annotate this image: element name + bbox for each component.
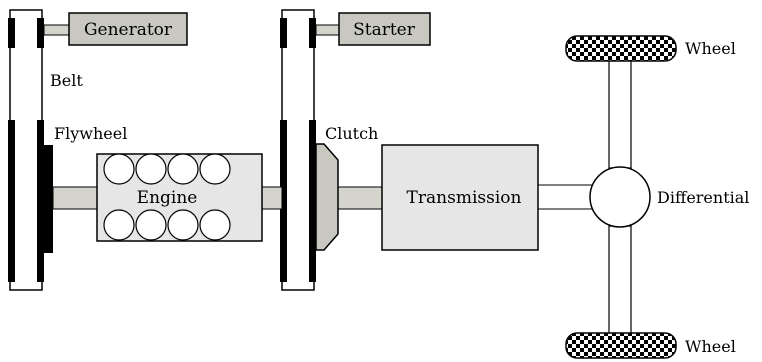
flywheel-ring <box>44 145 53 253</box>
clutch-plate-right <box>309 120 316 282</box>
clutch-label: Clutch <box>325 124 378 143</box>
axle-upper <box>608 57 632 169</box>
clutch <box>315 143 339 251</box>
right-belt-assembly <box>280 9 316 291</box>
transmission-label: Transmission <box>407 188 522 208</box>
starter-label: Starter <box>353 20 416 40</box>
flywheel-engine-shaft <box>52 186 98 210</box>
starter-box <box>338 12 431 46</box>
wheel-bottom-label: Wheel <box>685 337 736 356</box>
engine-cylinder <box>167 209 199 241</box>
transmission-differential-shaft <box>537 184 593 210</box>
differential <box>589 166 651 228</box>
engine-cylinder <box>167 153 199 185</box>
transmission-box <box>381 144 539 251</box>
wheel-bottom <box>565 332 677 359</box>
engine-cylinder <box>135 153 167 185</box>
right-belt-body <box>281 9 315 291</box>
engine-cylinder <box>199 153 231 185</box>
axle-lower <box>608 225 632 339</box>
engine: Engine <box>96 153 263 242</box>
engine-clutch-shaft <box>261 186 283 210</box>
left-belt-assembly <box>8 9 53 291</box>
generator-pulley-left <box>8 18 15 48</box>
generator-pulley-right <box>37 18 44 48</box>
differential-label: Differential <box>657 188 749 207</box>
starter-pulley-left <box>280 18 287 48</box>
clutch-plate-left <box>280 120 287 282</box>
generator-shaft <box>43 24 70 36</box>
generator-label: Generator <box>84 20 173 40</box>
flywheel-right <box>37 120 44 282</box>
belt-label: Belt <box>50 71 83 90</box>
engine-cylinder <box>135 209 167 241</box>
starter-shaft <box>315 24 340 36</box>
wheel-top-label: Wheel <box>685 39 736 58</box>
engine-label: Engine <box>137 188 198 208</box>
engine-cylinder <box>199 209 231 241</box>
starter-pulley-right <box>309 18 316 48</box>
engine-cylinder <box>103 153 135 185</box>
wheel-top <box>565 35 677 62</box>
flywheel-left <box>8 120 15 282</box>
generator-box <box>68 12 188 46</box>
flywheel-label: Flywheel <box>54 124 127 143</box>
engine-cylinder <box>103 209 135 241</box>
clutch-transmission-shaft <box>337 186 383 210</box>
